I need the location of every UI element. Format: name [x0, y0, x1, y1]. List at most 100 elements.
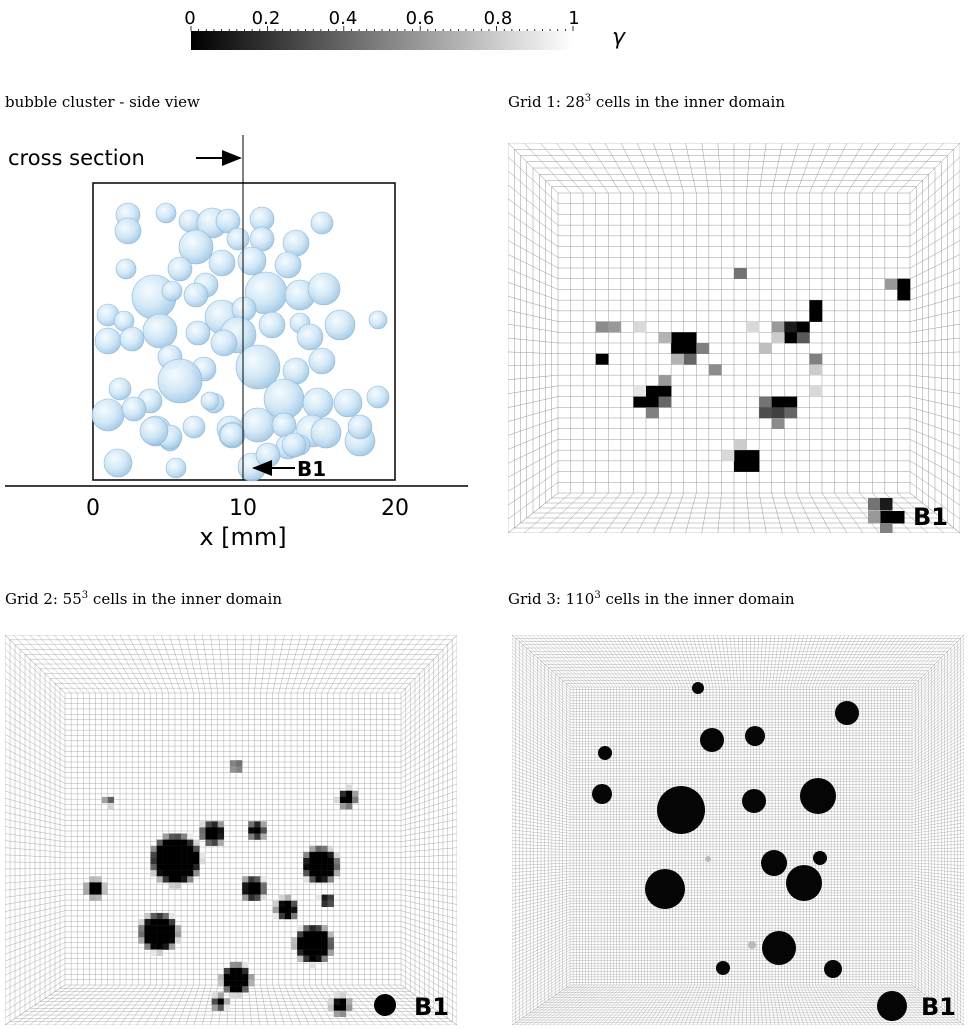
cell — [297, 931, 304, 938]
cell — [771, 407, 785, 419]
bubble — [167, 256, 193, 282]
bubble — [274, 251, 302, 279]
cell — [193, 864, 200, 871]
cell — [315, 857, 322, 865]
cell — [181, 870, 188, 877]
grid2-title-prefix: Grid 2: 55 — [5, 590, 82, 608]
mesh-lines — [512, 635, 964, 1025]
grid1-title-prefix: Grid 1: 28 — [508, 93, 585, 111]
cell — [150, 857, 157, 865]
cell — [339, 802, 347, 810]
bubble-cross-section — [598, 746, 612, 760]
cell — [309, 949, 316, 956]
bubble — [226, 227, 250, 251]
cell — [327, 931, 334, 938]
grid3-mesh: B1 — [512, 635, 964, 1025]
cell — [291, 937, 298, 944]
cell — [101, 796, 108, 804]
cell — [89, 888, 96, 895]
cell — [309, 857, 316, 865]
cell — [144, 919, 151, 926]
cell — [339, 1010, 347, 1017]
cell — [646, 407, 659, 419]
cell — [683, 332, 697, 344]
cell — [333, 1010, 341, 1017]
cell — [303, 955, 310, 962]
cell — [658, 332, 672, 344]
cell — [880, 498, 893, 511]
cell — [321, 937, 328, 944]
cell — [315, 851, 322, 859]
cell — [174, 833, 182, 840]
cell — [346, 1004, 353, 1011]
cell — [333, 796, 341, 804]
cell — [174, 851, 182, 859]
x-axis-label: x [mm] — [199, 523, 286, 551]
cell — [297, 955, 304, 962]
cell — [162, 937, 170, 944]
cell — [278, 906, 286, 914]
cell — [150, 949, 157, 956]
colorbar-tick-0.4: 0.4 — [329, 8, 358, 29]
cell — [211, 821, 218, 828]
cell — [260, 827, 267, 834]
cell — [284, 906, 292, 914]
bubble-cross-sections — [592, 682, 907, 1021]
cell — [260, 833, 267, 840]
bubble-cross-section — [748, 941, 756, 949]
cell — [315, 949, 322, 956]
cell — [303, 931, 310, 938]
cell — [193, 870, 200, 877]
colorbar-ticks — [190, 26, 574, 31]
bubble — [142, 313, 178, 349]
mesh-lines — [508, 143, 960, 533]
cell — [671, 353, 685, 365]
cell — [278, 900, 286, 908]
cell — [309, 937, 316, 944]
cell — [162, 931, 170, 938]
cell — [211, 839, 218, 846]
cell — [156, 845, 163, 853]
bubble-cross-section — [786, 865, 822, 901]
cell — [260, 882, 267, 889]
bubble — [310, 417, 342, 449]
bubble — [235, 344, 281, 390]
bubble-cross-sections — [83, 760, 359, 1017]
cell — [260, 821, 267, 828]
cell — [89, 894, 96, 901]
cell — [156, 864, 163, 871]
cell — [346, 790, 353, 798]
cell — [174, 931, 182, 938]
bubble-cross-section — [645, 869, 685, 909]
cell — [303, 851, 310, 859]
cell — [150, 919, 157, 926]
cell — [174, 937, 182, 944]
cell — [771, 321, 785, 333]
cell — [168, 857, 176, 865]
cell — [205, 821, 212, 828]
cell — [162, 851, 170, 859]
bubble-cross-section — [762, 931, 796, 965]
cell — [321, 943, 328, 950]
cell — [333, 857, 341, 865]
cell — [217, 974, 225, 981]
bubble — [182, 415, 206, 439]
cell — [236, 766, 243, 773]
cell — [321, 870, 328, 877]
grid2-title: Grid 2: 553 cells in the inner domain — [5, 590, 282, 608]
cell — [187, 845, 194, 853]
bubble — [108, 377, 132, 401]
bubble — [94, 327, 122, 355]
bubble — [302, 387, 334, 419]
cell — [884, 278, 898, 290]
bubble-cross-section — [592, 784, 612, 804]
cell — [95, 876, 102, 883]
cell — [771, 396, 785, 408]
cell — [321, 851, 328, 859]
cell — [156, 912, 163, 920]
cell — [809, 300, 823, 312]
cell — [242, 882, 249, 889]
cell — [868, 498, 881, 511]
grid2-title-suffix: cells in the inner domain — [88, 590, 283, 608]
grid1-title-suffix: cells in the inner domain — [591, 93, 786, 111]
